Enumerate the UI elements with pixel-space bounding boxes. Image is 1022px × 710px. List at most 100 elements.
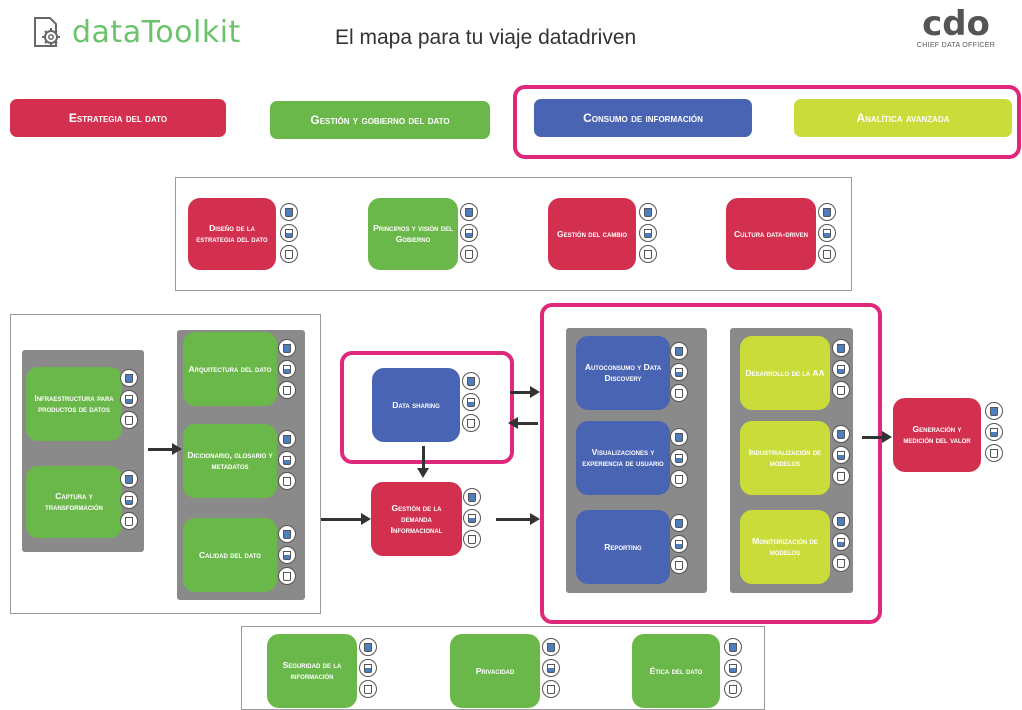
cup-full-icon [832, 425, 850, 443]
cup-half-icon [724, 659, 742, 677]
cup-half-icon [278, 360, 296, 378]
cup-empty-icon [670, 384, 688, 402]
arrow-consumption-to-sharing [508, 417, 538, 429]
cup-empty-icon [278, 472, 296, 490]
cup-full-icon [639, 203, 657, 221]
cup-empty-icon [670, 556, 688, 574]
cup-empty-icon [832, 554, 850, 572]
cup-half-icon [462, 393, 480, 411]
highlight-frame-categories [513, 85, 1021, 159]
page-tagline: El mapa para tu viaje datadriven [335, 26, 637, 49]
box-privacidad: Privacidad [450, 634, 540, 708]
cup-half-icon [460, 224, 478, 242]
cup-half-icon [359, 659, 377, 677]
cup-full-icon [818, 203, 836, 221]
box-seguridad: Seguridad de la información [267, 634, 357, 708]
cup-half-icon [670, 535, 688, 553]
box-desarrollo-aa: Desarrollo de la AA [740, 336, 830, 410]
cup-half-icon [832, 446, 850, 464]
cup-full-icon [724, 638, 742, 656]
cup-half-icon [278, 546, 296, 564]
box-autoconsumo: Autoconsumo y Data Discovery [576, 336, 670, 410]
category-estrategia: Estrategia del dato [10, 99, 226, 137]
box-monitorizacion: Monitorización de modelos [740, 510, 830, 584]
arrow-sharing-to-consumption [510, 386, 540, 398]
category-analitica: Analítica avanzada [794, 99, 1012, 137]
cup-half-icon [463, 509, 481, 527]
cup-empty-icon [985, 444, 1003, 462]
cup-full-icon [278, 525, 296, 543]
cup-empty-icon [278, 381, 296, 399]
brand-logo: dataToolkit [30, 12, 241, 52]
partner-logo-subtitle: CHIEF DATA OFFICER [916, 42, 996, 49]
box-gestion-demanda: Gestión de la demanda Informacional [371, 482, 462, 556]
box-arquitectura: Arquitectura del dato [183, 332, 277, 406]
cup-half-icon [832, 360, 850, 378]
cup-full-icon [280, 203, 298, 221]
cup-empty-icon [120, 512, 138, 530]
cup-full-icon [832, 339, 850, 357]
arrow-sharing-to-demand [417, 446, 429, 478]
cup-full-icon [832, 512, 850, 530]
cup-full-icon [278, 430, 296, 448]
box-etica: Ética del dato [632, 634, 720, 708]
cup-empty-icon [818, 245, 836, 263]
cup-half-icon [120, 491, 138, 509]
arrow-arch-to-demand [321, 513, 371, 525]
cup-empty-icon [278, 567, 296, 585]
box-gestion-cambio: Gestión del cambio [548, 198, 636, 270]
cup-half-icon [818, 224, 836, 242]
category-consumo: Consumo de información [534, 99, 752, 137]
cup-full-icon [985, 402, 1003, 420]
cup-empty-icon [639, 245, 657, 263]
cup-full-icon [278, 339, 296, 357]
cup-full-icon [120, 470, 138, 488]
cup-full-icon [120, 369, 138, 387]
cup-half-icon [670, 363, 688, 381]
box-captura: Captura y transformación [26, 466, 122, 538]
cup-full-icon [463, 488, 481, 506]
arrow-infra-to-arch [148, 443, 182, 455]
cup-full-icon [542, 638, 560, 656]
gear-document-icon [34, 17, 60, 47]
cup-half-icon [832, 533, 850, 551]
cup-empty-icon [463, 530, 481, 548]
cup-empty-icon [359, 680, 377, 698]
cup-half-icon [120, 390, 138, 408]
partner-logo-mark: cdo [922, 4, 990, 44]
cup-half-icon [985, 423, 1003, 441]
brand-name: dataToolkit [72, 14, 241, 50]
box-visualizaciones: Visualizaciones y experiencia de usuario [576, 421, 670, 495]
cup-half-icon [670, 449, 688, 467]
cup-empty-icon [832, 381, 850, 399]
cup-empty-icon [120, 411, 138, 429]
box-diseno-estrategia: Diseño de la estrategia del dato [188, 198, 276, 270]
cup-empty-icon [280, 245, 298, 263]
arrow-to-value [862, 431, 892, 443]
category-gestion-gobierno: Gestión y gobierno del dato [270, 101, 490, 139]
arrow-demand-to-consumption [496, 513, 540, 525]
cup-full-icon [462, 372, 480, 390]
cup-full-icon [460, 203, 478, 221]
cup-empty-icon [542, 680, 560, 698]
box-data-sharing: Data sharing [372, 368, 460, 442]
cup-half-icon [278, 451, 296, 469]
box-generacion-valor: Generación y medición del valor [893, 398, 981, 472]
box-calidad: Calidad del dato [183, 518, 277, 592]
box-infraestructura: Infraestructura para productos de datos [26, 367, 122, 441]
cup-empty-icon [670, 470, 688, 488]
box-industrializacion: Industrialización de modelos [740, 421, 830, 495]
box-principios-gobierno: Principios y visión del Gobierno [368, 198, 458, 270]
cup-full-icon [670, 514, 688, 532]
highlight-frame-data-sharing [340, 351, 514, 464]
cup-full-icon [670, 342, 688, 360]
box-diccionario: Diccionario, glosario y metadatos [183, 424, 277, 498]
partner-logo: cdo CHIEF DATA OFFICER [908, 6, 1004, 49]
cup-full-icon [359, 638, 377, 656]
cup-half-icon [542, 659, 560, 677]
cup-empty-icon [832, 467, 850, 485]
cup-half-icon [639, 224, 657, 242]
cup-empty-icon [724, 680, 742, 698]
cup-empty-icon [462, 414, 480, 432]
box-reporting: Reporting [576, 510, 670, 584]
